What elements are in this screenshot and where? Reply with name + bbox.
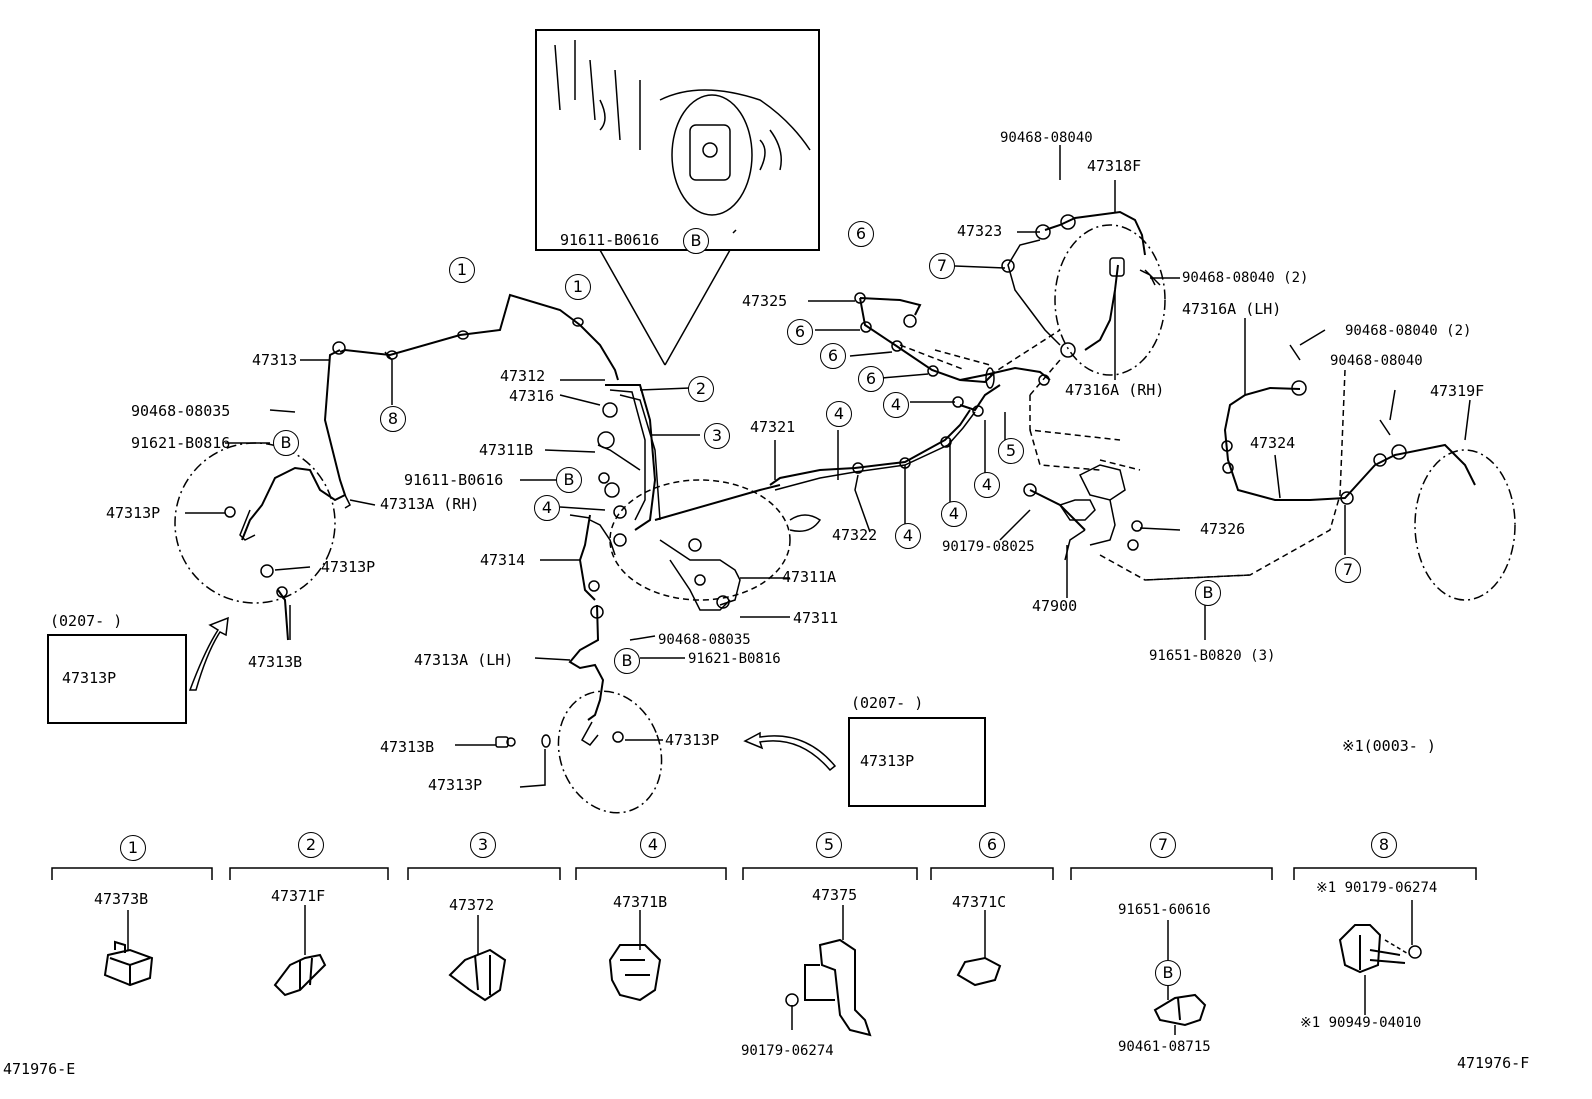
inset-center-date: (0207- ) bbox=[851, 694, 924, 712]
label-47311A: 47311A bbox=[782, 568, 837, 586]
callout-6-c: 6 bbox=[820, 343, 846, 369]
inset-left-date: (0207- ) bbox=[50, 612, 123, 630]
legend-1-part: 47373B bbox=[94, 890, 149, 908]
callout-4-d: 4 bbox=[883, 392, 909, 418]
legend-7-extra: 90461-08715 bbox=[1118, 1039, 1211, 1055]
legend-4-part: 47371B bbox=[613, 893, 668, 911]
diagram-code-left: 471976-E bbox=[3, 1060, 76, 1078]
callout-4-b: 4 bbox=[826, 401, 852, 427]
label-47316A-LH: 47316A (LH) bbox=[1182, 300, 1282, 318]
label-47311B: 47311B bbox=[479, 441, 534, 459]
label-90468-08040-right: 90468-08040 bbox=[1330, 353, 1423, 369]
label-47311: 47311 bbox=[793, 609, 839, 627]
label-90468-08040-2a: 90468-08040 (2) bbox=[1182, 270, 1309, 286]
label-47324: 47324 bbox=[1250, 434, 1296, 452]
legend-8-num: 8 bbox=[1371, 832, 1397, 858]
label-47318F: 47318F bbox=[1087, 157, 1142, 175]
inset-center-part: 47313P bbox=[860, 752, 915, 770]
label-91651-B0820: 91651-B0820 (3) bbox=[1149, 648, 1276, 664]
label-47316A-RH: 47316A (RH) bbox=[1065, 381, 1165, 399]
legend-8-extra: ※1 90949-04010 bbox=[1300, 1015, 1422, 1031]
legend-6-part: 47371C bbox=[952, 893, 1007, 911]
label-47323: 47323 bbox=[957, 222, 1003, 240]
note-x1: ※1(0003- ) bbox=[1342, 737, 1436, 755]
label-47322: 47322 bbox=[832, 526, 878, 544]
label-90468-08040-2b: 90468-08040 (2) bbox=[1345, 323, 1472, 339]
callout-8: 8 bbox=[380, 406, 406, 432]
callout-4-c: 4 bbox=[895, 523, 921, 549]
diagram-code-right: 471976-F bbox=[1457, 1054, 1530, 1072]
label-47313A-LH: 47313A (LH) bbox=[414, 651, 514, 669]
label-47312: 47312 bbox=[500, 367, 546, 385]
legend-7-circle: B bbox=[1155, 960, 1181, 986]
callout-3: 3 bbox=[704, 423, 730, 449]
label-47313P-center-2: 47313P bbox=[428, 776, 483, 794]
label-47319F: 47319F bbox=[1430, 382, 1485, 400]
callout-1-center: 1 bbox=[565, 274, 591, 300]
legend-3-num: 3 bbox=[470, 832, 496, 858]
callout-6-a: 6 bbox=[848, 221, 874, 247]
callout-1-left: 1 bbox=[449, 257, 475, 283]
label-47321: 47321 bbox=[750, 418, 796, 436]
callout-5: 5 bbox=[998, 438, 1024, 464]
legend-3-part: 47372 bbox=[449, 896, 495, 914]
label-47314: 47314 bbox=[480, 551, 526, 569]
callout-b-mid: B bbox=[556, 467, 582, 493]
callout-b-left: B bbox=[273, 430, 299, 456]
label-47313B-center: 47313B bbox=[380, 738, 435, 756]
legend-1-num: 1 bbox=[120, 835, 146, 861]
label-47326: 47326 bbox=[1200, 520, 1246, 538]
label-47313P-left-1: 47313P bbox=[106, 504, 161, 522]
callout-4-e: 4 bbox=[974, 472, 1000, 498]
callout-6-d: 6 bbox=[858, 366, 884, 392]
label-91621-B0816-center: 91621-B0816 bbox=[688, 651, 781, 667]
inset-box-left bbox=[47, 634, 187, 724]
legend-5-part: 47375 bbox=[812, 886, 858, 904]
label-47900: 47900 bbox=[1032, 597, 1078, 615]
callout-b-center: B bbox=[614, 648, 640, 674]
callout-2: 2 bbox=[688, 376, 714, 402]
legend-7-part: 91651-60616 bbox=[1118, 902, 1211, 918]
legend-5-num: 5 bbox=[816, 832, 842, 858]
label-91621-B0816-left: 91621-B0816 bbox=[131, 434, 231, 452]
label-90468-08035-left: 90468-08035 bbox=[131, 402, 231, 420]
legend-6-num: 6 bbox=[979, 832, 1005, 858]
label-90468-08035-center: 90468-08035 bbox=[658, 632, 751, 648]
callout-4-a: 4 bbox=[534, 495, 560, 521]
label-47325: 47325 bbox=[742, 292, 788, 310]
inset-left-part: 47313P bbox=[62, 669, 117, 687]
label-47313P-center-1: 47313P bbox=[665, 731, 720, 749]
legend-2-part: 47371F bbox=[271, 887, 326, 905]
inset-box-center bbox=[848, 717, 986, 807]
legend-2-num: 2 bbox=[298, 832, 324, 858]
callout-b-top: B bbox=[683, 228, 709, 254]
callout-4-f: 4 bbox=[941, 501, 967, 527]
label-90179-08025: 90179-08025 bbox=[942, 539, 1035, 555]
legend-8-part: ※1 90179-06274 bbox=[1316, 880, 1438, 896]
legend-5-extra: 90179-06274 bbox=[741, 1043, 834, 1059]
callout-6-b: 6 bbox=[787, 319, 813, 345]
label-47313B-left: 47313B bbox=[248, 653, 303, 671]
label-91611-B0616-top: 91611-B0616 bbox=[560, 231, 660, 249]
legend-4-num: 4 bbox=[640, 832, 666, 858]
callout-7-b: 7 bbox=[1335, 557, 1361, 583]
legend-7-num: 7 bbox=[1150, 832, 1176, 858]
label-90468-08040-top: 90468-08040 bbox=[1000, 130, 1093, 146]
callout-7-a: 7 bbox=[929, 253, 955, 279]
label-47316: 47316 bbox=[509, 387, 555, 405]
label-91611-B0616-mid: 91611-B0616 bbox=[404, 471, 504, 489]
label-47313: 47313 bbox=[252, 351, 298, 369]
label-47313A-RH: 47313A (RH) bbox=[380, 495, 480, 513]
callout-b-right: B bbox=[1195, 580, 1221, 606]
label-47313P-left-2: 47313P bbox=[321, 558, 376, 576]
